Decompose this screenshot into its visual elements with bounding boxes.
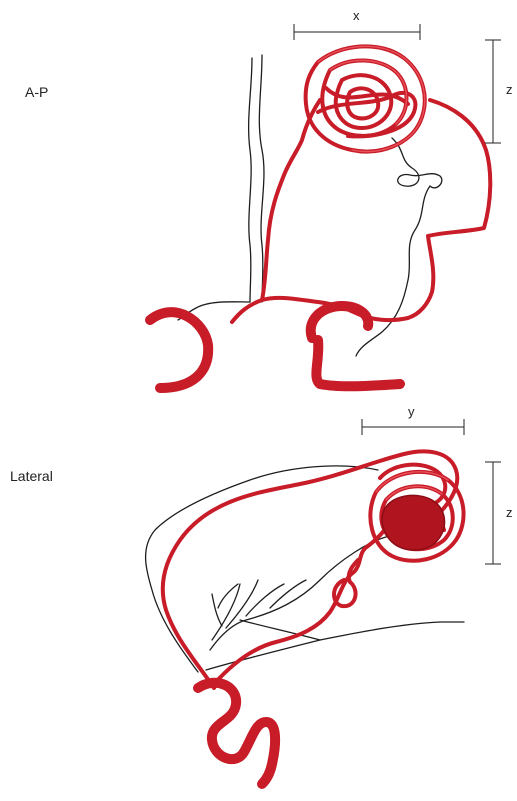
ap-feeder-left: [262, 100, 320, 300]
lateral-lower-vessel: [206, 622, 464, 670]
ap-dim-x-label: x: [353, 8, 360, 23]
ap-dim-z-label: z: [506, 82, 513, 97]
ap-view-label: A-P: [25, 84, 48, 100]
ap-midline-vessel-left: [249, 58, 252, 302]
lateral-carotid-trunk: [198, 683, 275, 784]
lateral-dim-z-label: z: [506, 505, 513, 520]
lateral-nidus: [370, 465, 463, 561]
lateral-dimension-y: [362, 419, 464, 435]
lateral-view-label: Lateral: [10, 468, 53, 484]
ap-dimension-z: [485, 40, 501, 143]
ap-nidus: [306, 46, 425, 151]
ap-carotid-right: [311, 306, 400, 386]
ap-midline-vessel-right: [259, 55, 264, 302]
ap-view: [150, 46, 490, 388]
ap-carotid-left: [150, 312, 208, 388]
lateral-view: [146, 451, 464, 784]
ap-dimension-x: [294, 24, 420, 40]
lateral-dimension-z: [485, 462, 501, 564]
lateral-dim-y-label: y: [408, 404, 415, 419]
